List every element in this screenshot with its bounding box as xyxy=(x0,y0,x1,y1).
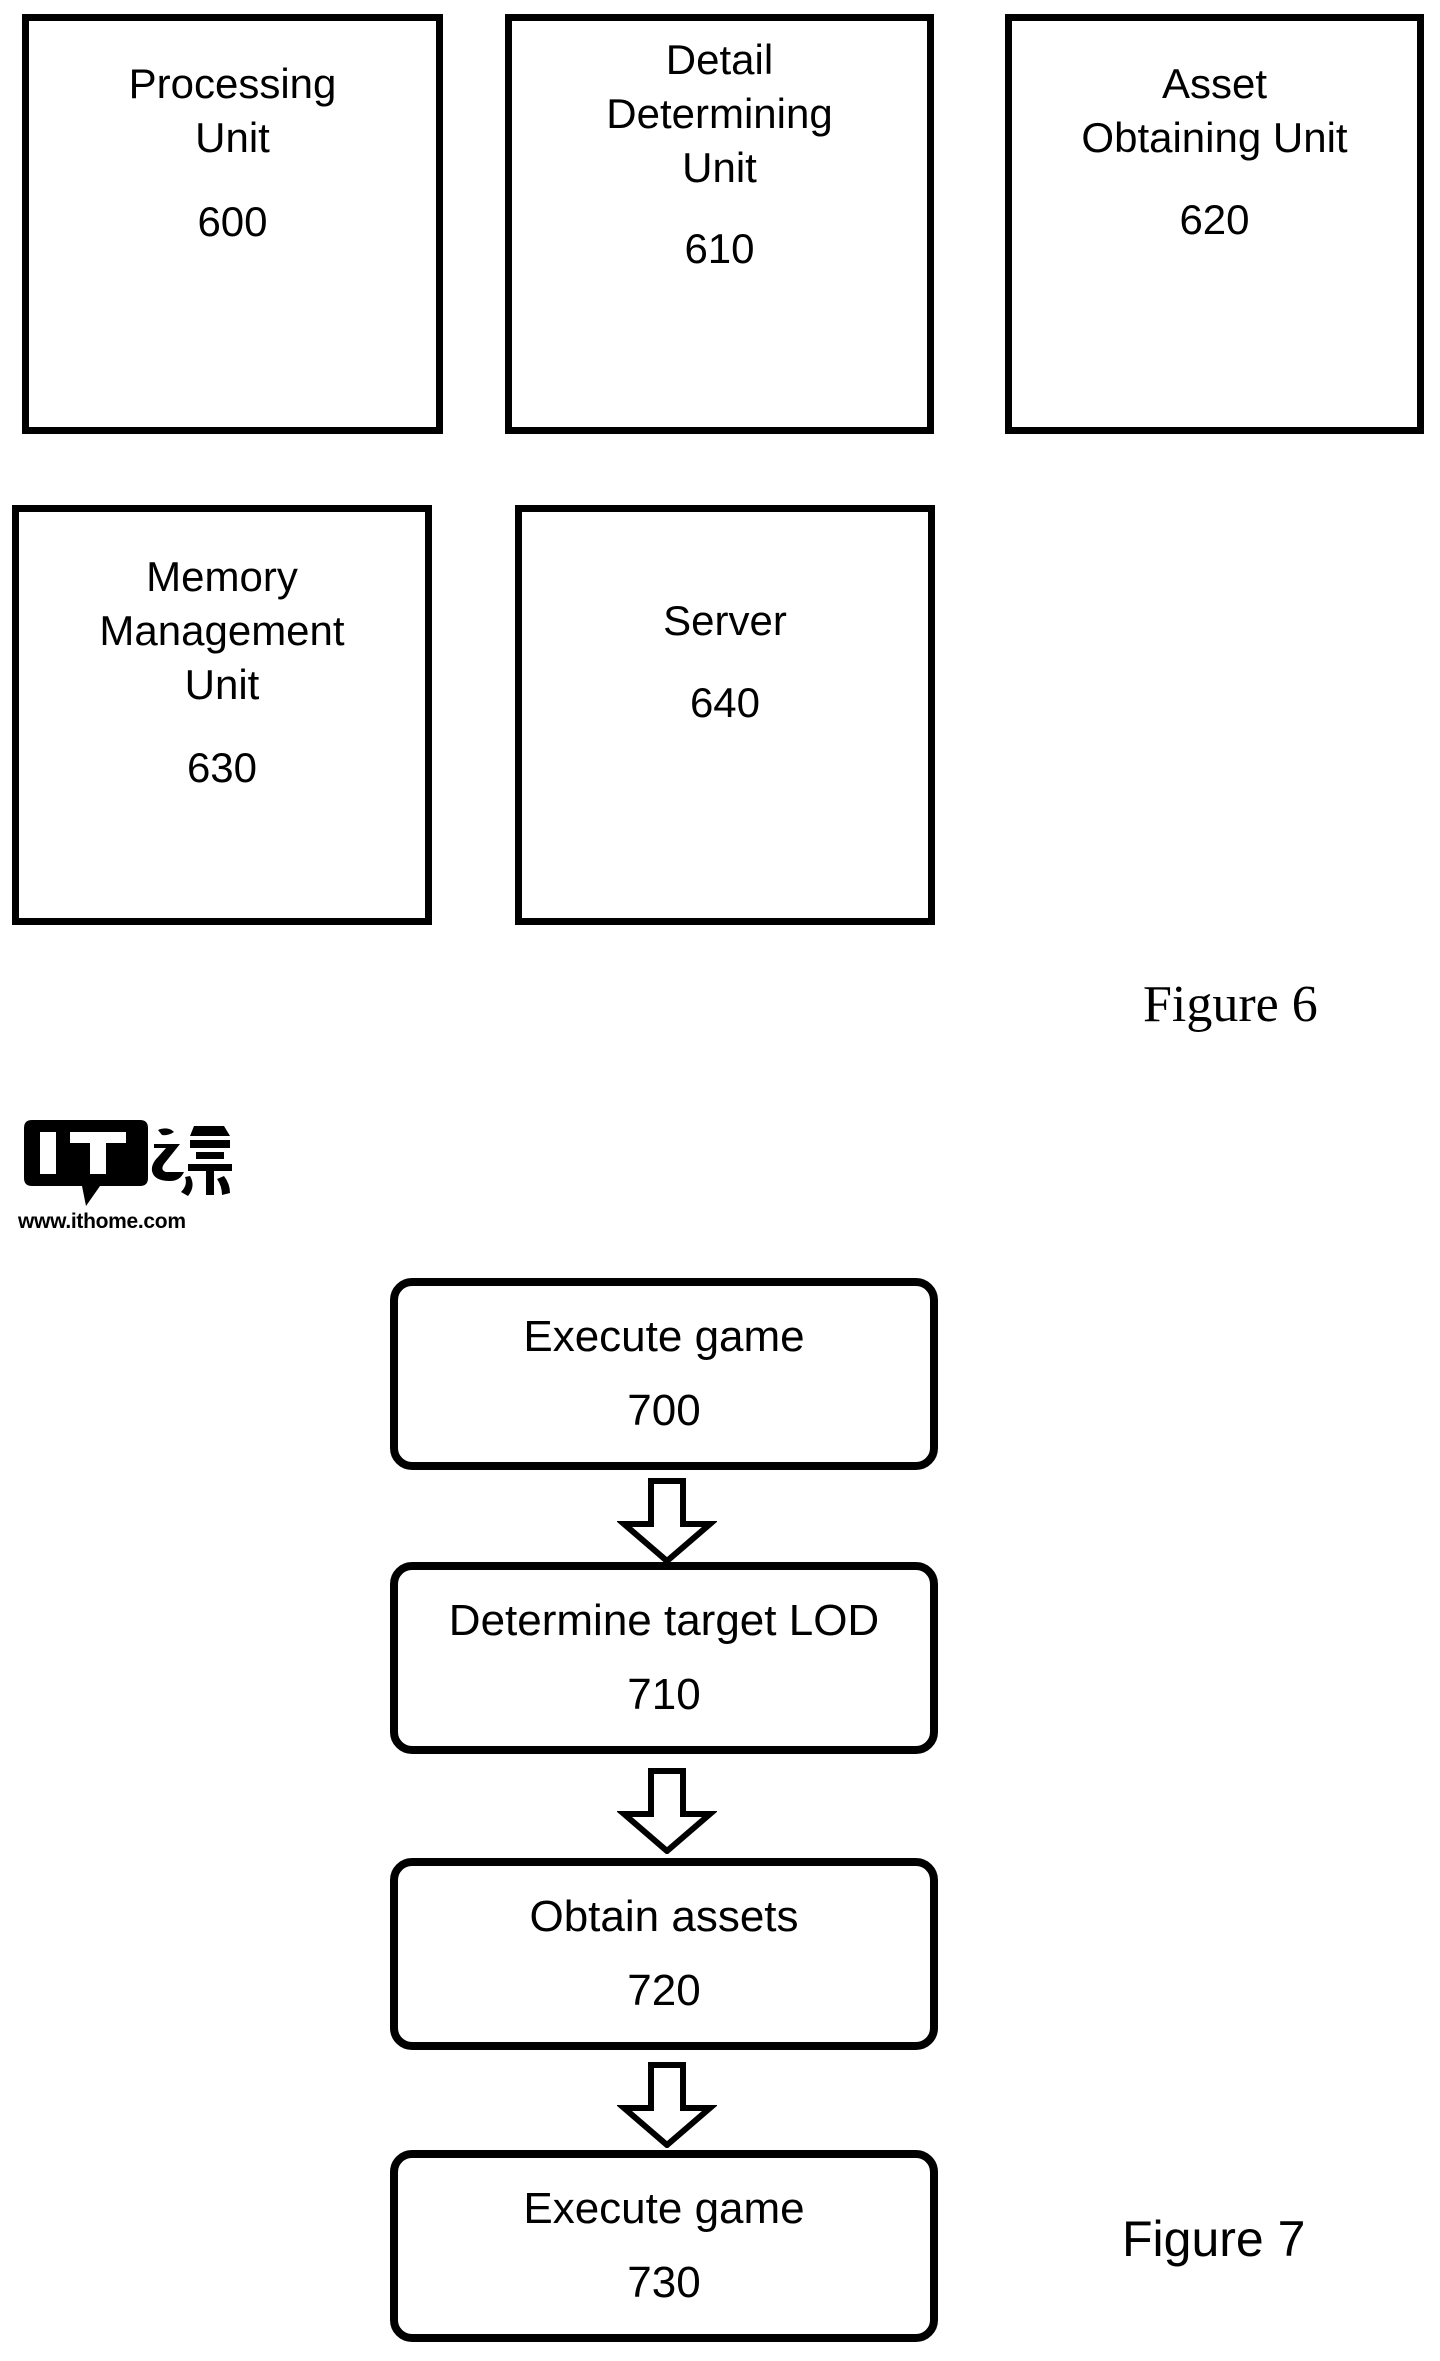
flow-step-obtain-assets-720: Obtain assets 720 xyxy=(390,1858,938,2050)
down-arrow-icon xyxy=(617,1478,717,1564)
flow-step-execute-game-730: Execute game 730 xyxy=(390,2150,938,2342)
unit-box-number: 620 xyxy=(1179,195,1250,243)
flow-step-label: Determine target LOD xyxy=(448,1595,880,1645)
unit-box-title: Server xyxy=(663,597,787,644)
flow-step-number: 730 xyxy=(627,2258,701,2307)
unit-box-asset-obtaining-unit: Asset Obtaining Unit 620 xyxy=(1005,14,1424,434)
unit-box-server: Server 640 xyxy=(515,505,935,925)
ithome-logo-icon xyxy=(24,1120,232,1206)
down-arrow-icon xyxy=(617,2062,717,2148)
unit-box-number: 630 xyxy=(186,744,258,792)
unit-box-number: 610 xyxy=(684,225,755,273)
flow-step-execute-game-700: Execute game 700 xyxy=(390,1278,938,1470)
ithome-watermark-url: www.ithome.com xyxy=(18,1210,186,1233)
flow-step-number: 720 xyxy=(627,1966,701,2015)
unit-box-title: Detail Determining Unit xyxy=(606,36,833,191)
unit-box-title: Memory Management Unit xyxy=(99,553,345,708)
down-arrow-icon xyxy=(617,1768,717,1854)
unit-box-processing-unit: Processing Unit 600 xyxy=(22,14,443,434)
ithome-watermark: www.ithome.com xyxy=(18,1118,234,1246)
unit-box-title: Processing Unit xyxy=(128,60,337,161)
flow-step-number: 710 xyxy=(627,1670,701,1719)
flow-step-label: Execute game xyxy=(523,2183,805,2233)
unit-box-memory-management-unit: Memory Management Unit 630 xyxy=(12,505,432,925)
figure-6-caption: Figure 6 xyxy=(1143,976,1318,1033)
figure-7-caption: Figure 7 xyxy=(1122,2211,1306,2267)
flow-step-label: Execute game xyxy=(523,1311,805,1361)
unit-box-detail-determining-unit: Detail Determining Unit 610 xyxy=(505,14,934,434)
unit-box-number: 640 xyxy=(689,678,761,726)
flow-step-label: Obtain assets xyxy=(529,1891,799,1941)
unit-box-number: 600 xyxy=(197,197,268,245)
unit-box-title: Asset Obtaining Unit xyxy=(1081,60,1348,161)
flow-step-determine-target-lod-710: Determine target LOD 710 xyxy=(390,1562,938,1754)
flow-step-number: 700 xyxy=(627,1386,701,1435)
